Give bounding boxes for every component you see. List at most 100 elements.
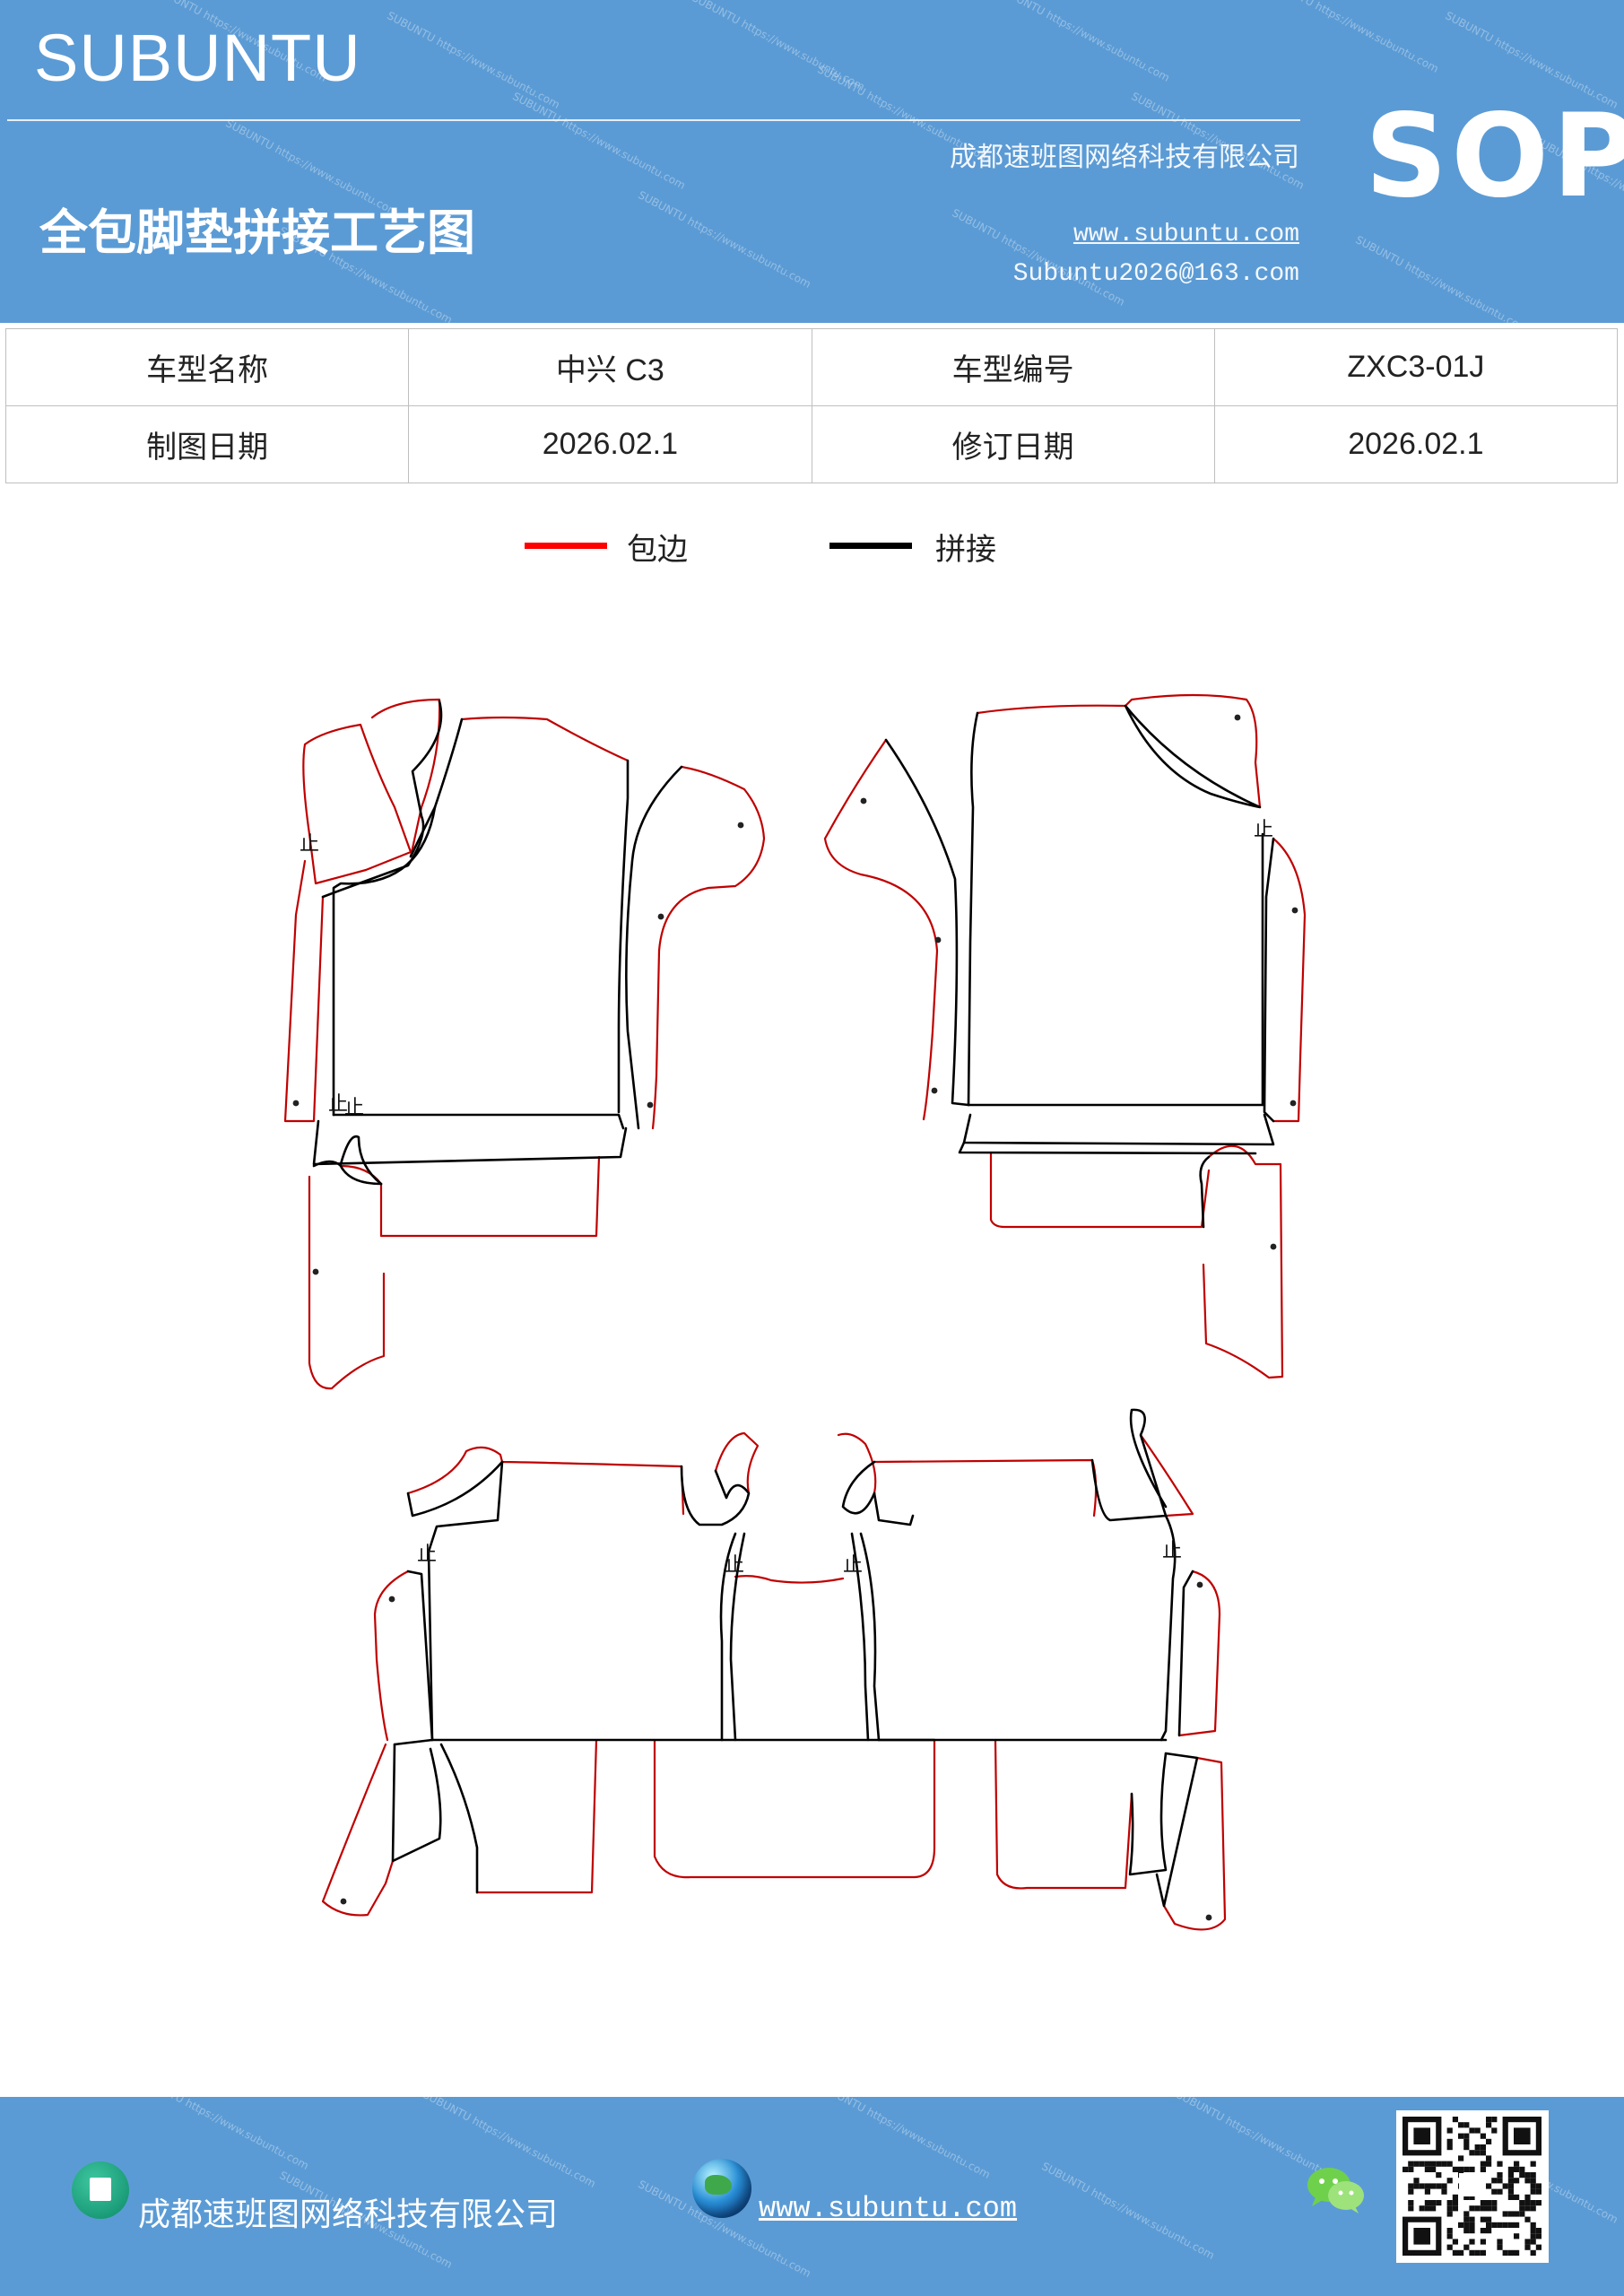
building-icon xyxy=(72,2161,129,2219)
locating-hole xyxy=(737,822,744,829)
black-seam-lines xyxy=(312,700,1275,1908)
rl-main-right-seam xyxy=(680,1465,751,1526)
rr-strip-seam xyxy=(1177,1570,1194,1737)
watermark-text: SUBUNTU https://www.subuntu.com xyxy=(1264,0,1441,75)
rr-right-strip-edge xyxy=(1177,1570,1221,1737)
label-revision-date: 修订日期 xyxy=(811,405,1215,483)
locating-hole xyxy=(1290,1100,1297,1107)
qr-code[interactable] xyxy=(1396,2110,1549,2263)
stop-marker: 止 xyxy=(344,1097,364,1119)
rl-side-seam-a xyxy=(719,1532,737,1742)
rr-right-seam xyxy=(1159,1514,1177,1742)
label-model-name: 车型名称 xyxy=(4,328,410,406)
locating-hole xyxy=(1196,1581,1203,1588)
fr-top-corner-seam xyxy=(1124,704,1262,809)
rl-side-seam-b xyxy=(729,1532,746,1742)
watermark-text: SUBUNTU https://www.subuntu.com xyxy=(815,63,993,165)
fl-seam-bottom xyxy=(332,1113,625,1130)
rl-door-piece-edge xyxy=(321,1743,395,1917)
rl-seam-1 xyxy=(406,1460,504,1518)
locating-holes xyxy=(292,714,1298,1921)
legend-label-edging: 包边 xyxy=(627,532,688,568)
stop-marker: 止 xyxy=(300,833,319,856)
value-model-code: ZXC3-01J xyxy=(1213,328,1619,406)
locating-hole xyxy=(1270,1243,1277,1250)
value-draw-date: 2026.02.1 xyxy=(408,405,812,483)
fr-left-piece-edge xyxy=(823,738,939,1121)
table-row: 制图日期 2026.02.1 修订日期 2026.02.1 xyxy=(4,405,1619,483)
table-row: 车型名称 中兴 C3 车型编号 ZXC3-01J xyxy=(4,328,1619,406)
fr-bottom-seam xyxy=(967,832,1264,1107)
fr-top-edge xyxy=(976,693,1262,809)
fl-left-strip-edge xyxy=(283,859,325,1123)
fl-door-piece-edge xyxy=(308,1175,386,1390)
locating-hole xyxy=(388,1596,395,1603)
rr-door-seam xyxy=(1155,1752,1199,1908)
email-header[interactable]: Subuntu2026@163.com xyxy=(1012,260,1299,288)
fr-strip-bottom-seam xyxy=(958,1141,1257,1155)
fl-seam-3 xyxy=(332,805,437,1117)
rr-seam-1 xyxy=(841,1460,876,1515)
value-revision-date: 2026.02.1 xyxy=(1213,405,1619,483)
sop-badge: SOP xyxy=(1365,90,1624,223)
globe-icon xyxy=(692,2159,751,2218)
watermark-text: SUBUNTU https://www.subuntu.com xyxy=(636,188,813,291)
fr-right-strip-edge xyxy=(1272,837,1307,1123)
fr-left-piece-seam xyxy=(884,738,970,1107)
legend-label-seam: 拼接 xyxy=(935,532,996,568)
fl-seam-2 xyxy=(409,718,464,858)
rr-side-seam-a xyxy=(859,1532,881,1742)
legend-swatch-edging xyxy=(525,543,607,549)
fl-right-piece-edge xyxy=(651,765,766,1130)
watermark-text: SUBUNTU https://www.subuntu.com xyxy=(385,9,562,111)
locating-hole xyxy=(1234,714,1241,721)
rl-small-top-edge xyxy=(714,1431,760,1495)
vehicle-info-table: 车型名称 中兴 C3 车型编号 ZXC3-01J 制图日期 2026.02.1 … xyxy=(4,328,1619,483)
locating-hole xyxy=(860,797,867,804)
stop-marker: 止 xyxy=(1254,819,1273,841)
fl-side-strip-edge xyxy=(370,698,441,858)
watermark-text: SUBUNTU https://www.subuntu.com xyxy=(510,90,688,192)
fr-right-strip-seam xyxy=(1263,837,1275,1123)
rr-seam-2 xyxy=(873,1492,915,1526)
rr-side-seam-b xyxy=(850,1532,870,1742)
watermark-text: SUBUNTU https://www.subuntu.com xyxy=(1353,233,1531,323)
stop-marker: 止 xyxy=(843,1554,863,1577)
label-model-code: 车型编号 xyxy=(811,328,1215,406)
locating-hole xyxy=(340,1898,347,1905)
fr-main-left-seam xyxy=(967,711,979,1107)
label-draw-date: 制图日期 xyxy=(4,405,410,483)
watermark-text: SUBUNTU https://www.subuntu.com xyxy=(994,0,1172,84)
website-link-footer[interactable]: www.subuntu.com xyxy=(759,2192,1018,2225)
brand-logo-text: SUBUNTU xyxy=(34,21,361,95)
website-link-header[interactable]: www.subuntu.com xyxy=(1073,221,1299,248)
rl-center-tunnel-edge xyxy=(653,1738,936,1879)
red-edging-lines xyxy=(283,693,1307,1931)
rr-lower-seam xyxy=(1128,1752,1168,1876)
locating-hole xyxy=(292,1100,300,1107)
document-title: 全包脚垫拼接工艺图 xyxy=(39,204,475,261)
rr-door-piece-edge xyxy=(1162,1756,1227,1931)
rr-lower-edge xyxy=(994,1738,1133,1890)
company-name-header: 成都速班图网络科技有限公司 xyxy=(950,142,1299,173)
rl-left-strip-seam xyxy=(393,1570,434,1746)
rl-door-seam xyxy=(391,1743,442,1863)
stop-marker: 止 xyxy=(725,1554,744,1577)
fr-strip-top-seam xyxy=(962,1113,1275,1146)
locating-hole xyxy=(934,936,942,944)
watermark-text: SUBUNTU https://www.subuntu.com xyxy=(1039,2160,1217,2262)
fl-main-top-edge xyxy=(460,716,630,762)
rr-corner-edge xyxy=(1139,1433,1194,1518)
fr-door-piece-edge xyxy=(1202,1144,1284,1379)
value-model-name: 中兴 C3 xyxy=(408,328,812,406)
floor-mat-pattern-diagram: 止止止止止止止止 xyxy=(283,693,1307,1931)
stop-marker: 止 xyxy=(417,1544,437,1566)
rr-top-edge xyxy=(873,1458,1098,1518)
locating-hole xyxy=(312,1268,319,1275)
rr-main-right-seam xyxy=(1090,1408,1168,1522)
rl-main-left-seam xyxy=(427,1460,504,1742)
wechat-icon[interactable] xyxy=(1305,2163,1368,2217)
rr-small-top-edge xyxy=(837,1432,877,1495)
rl-center-top-edge xyxy=(734,1575,845,1584)
header-banner: SUBUNTU 成都速班图网络科技有限公司 全包脚垫拼接工艺图 www.subu… xyxy=(0,0,1624,323)
